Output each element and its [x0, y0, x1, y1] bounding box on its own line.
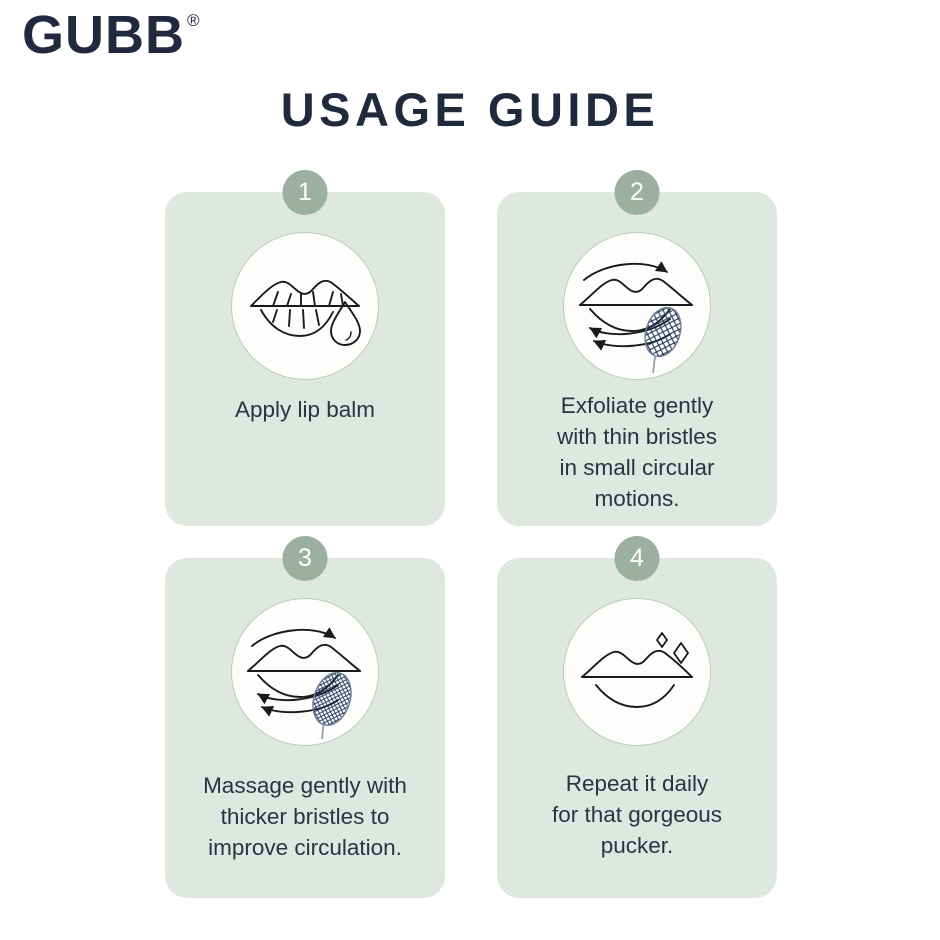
registered-trademark-icon: ® [187, 11, 200, 30]
usage-step-card-3: 3 [165, 536, 445, 898]
step-number-badge-2: 2 [614, 170, 660, 215]
lips-with-droplet-icon [231, 232, 379, 380]
lips-with-sparkles-icon [563, 598, 711, 746]
brand-logo: GUBB ® [22, 8, 200, 62]
lips-with-thick-brush-and-arrows-icon [231, 598, 379, 746]
page-title: USAGE GUIDE [280, 83, 660, 136]
step-number-badge-1: 1 [282, 170, 328, 215]
usage-steps-grid: 1 [165, 170, 777, 898]
usage-step-caption-3: Massage gently with thicker bristles to … [203, 773, 407, 860]
lips-with-brush-and-arrows-icon [563, 232, 711, 380]
usage-step-card-2: 2 [497, 170, 777, 526]
usage-step-card-4: 4 Repeat it daily for that gorgeous puck… [497, 536, 777, 898]
brand-name: GUBB [22, 5, 185, 65]
usage-step-caption-2: Exfoliate gently with thin bristles in s… [556, 393, 718, 511]
usage-step-caption-1: Apply lip balm [234, 397, 376, 422]
usage-step-caption-4: Repeat it daily for that gorgeous pucker… [551, 771, 723, 858]
step-number-badge-3: 3 [282, 536, 328, 581]
usage-step-card-1: 1 [165, 170, 445, 526]
step-number-badge-4: 4 [614, 536, 660, 581]
